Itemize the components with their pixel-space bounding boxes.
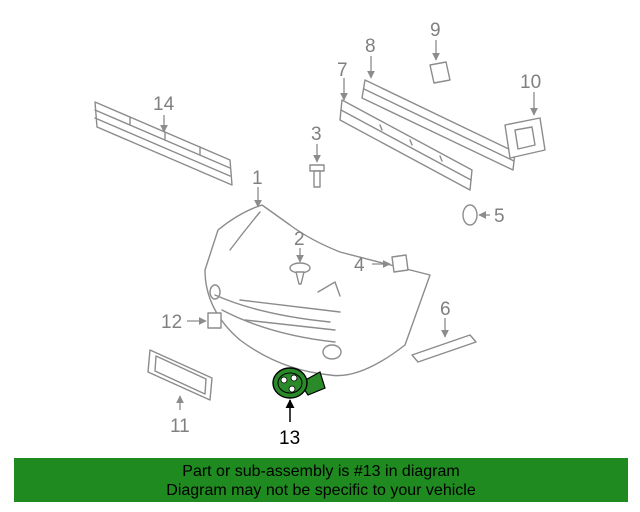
callout-5: 5 [494, 206, 505, 227]
part-7-absorber[interactable] [339, 78, 473, 191]
part-11-plate-bracket[interactable] [147, 349, 213, 410]
part-9-bracket[interactable] [429, 40, 451, 84]
callout-11: 11 [170, 416, 190, 437]
banner-line-1: Part or sub-assembly is #13 in diagram [182, 463, 460, 480]
part-4-retainer[interactable] [372, 254, 409, 273]
banner-line-2: Diagram may not be specific to your vehi… [166, 482, 476, 499]
part-13-fog-lamp[interactable] [272, 367, 326, 422]
callout-1: 1 [252, 168, 263, 189]
part-12-bracket[interactable] [187, 312, 222, 329]
part-3-bolt[interactable] [309, 144, 325, 188]
info-banner: Part or sub-assembly is #13 in diagram D… [14, 458, 628, 502]
callout-2: 2 [294, 229, 305, 250]
callout-3: 3 [311, 124, 322, 145]
callout-7: 7 [337, 60, 348, 81]
callout-14: 14 [153, 94, 175, 115]
parts-diagram: 14 8 9 7 10 3 1 5 2 4 6 12 11 13 [94, 20, 546, 449]
part-6-bracket[interactable] [411, 318, 477, 363]
callout-6: 6 [440, 299, 451, 320]
part-2-clip[interactable] [289, 248, 311, 285]
callout-8: 8 [365, 36, 376, 57]
callout-9: 9 [430, 20, 441, 41]
part-1-bumper-cover[interactable] [204, 187, 431, 377]
part-8-reinforcement[interactable] [361, 56, 516, 171]
part-10-bracket[interactable] [504, 92, 546, 159]
part-5-plug[interactable] [462, 204, 490, 226]
callout-10: 10 [520, 72, 541, 93]
callout-13: 13 [279, 428, 300, 449]
callout-12: 12 [161, 312, 182, 333]
callout-4: 4 [354, 255, 365, 276]
part-14-absorber[interactable] [94, 101, 233, 186]
